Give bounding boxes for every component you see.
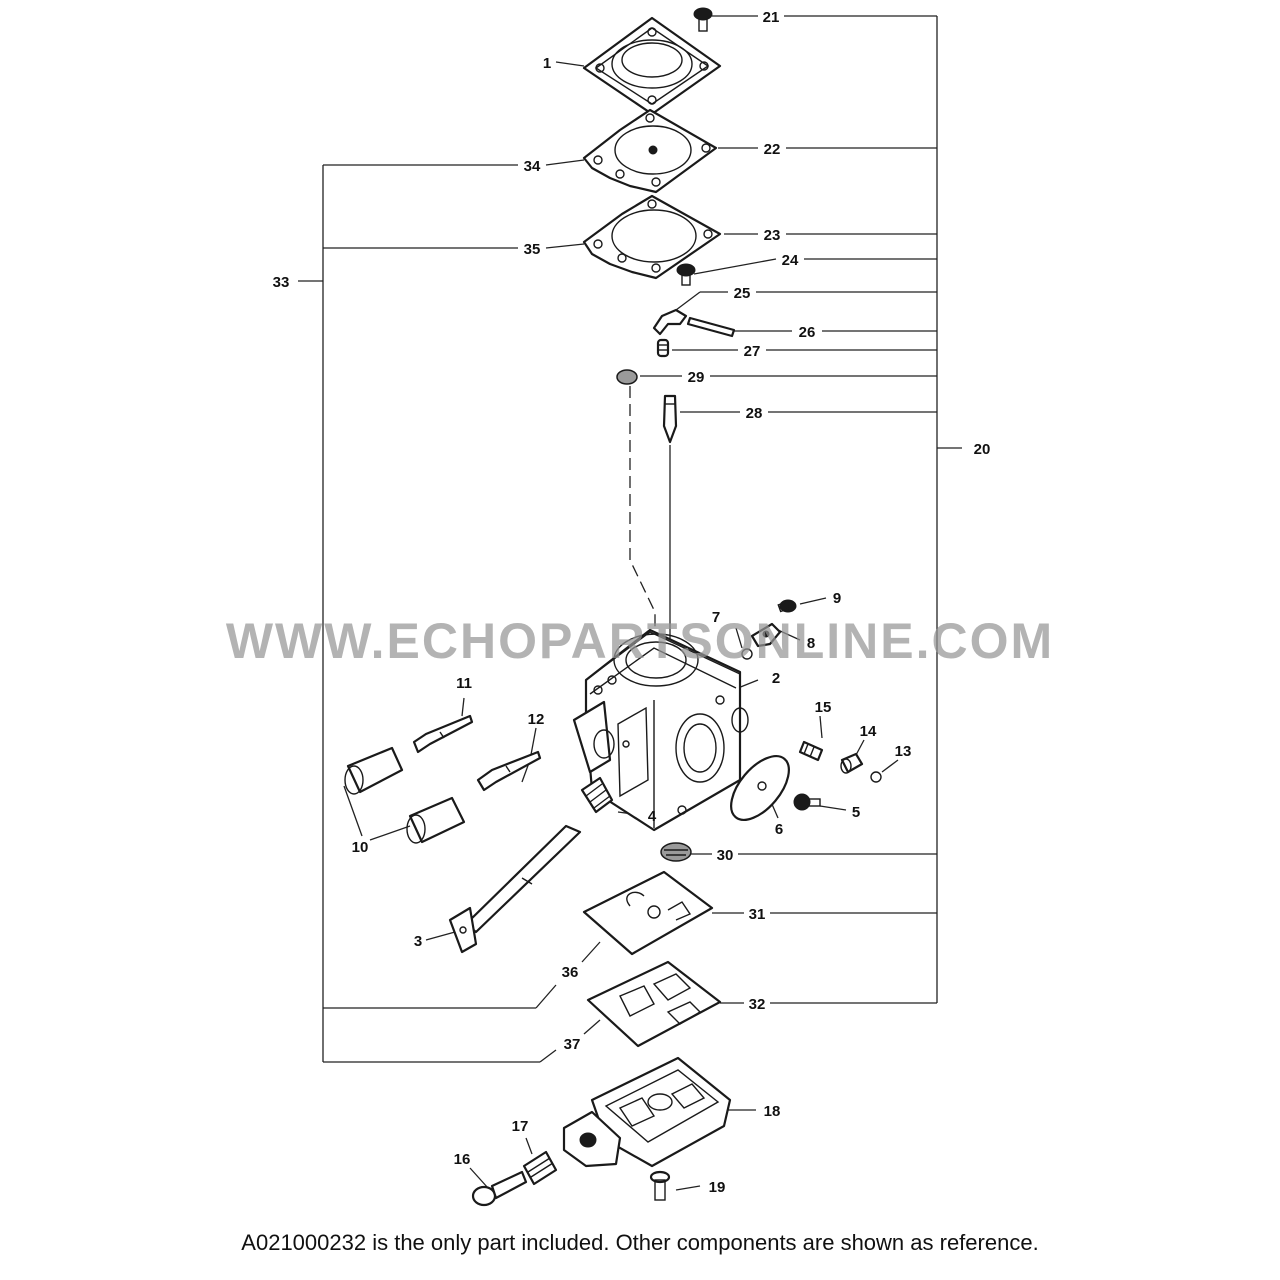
part-19-screw (649, 1170, 671, 1201)
part-7-clip (741, 648, 753, 660)
label-28: 28 (746, 405, 763, 422)
part-11-needle (412, 714, 474, 754)
part-12-needle (476, 750, 542, 792)
part-5-screw (793, 793, 821, 811)
part-1-cover (582, 16, 722, 116)
part-3-throttle-shaft (448, 824, 582, 954)
label-20: 20 (974, 441, 991, 458)
part-25-lever (652, 308, 688, 336)
label-11: 11 (456, 675, 472, 692)
label-31: 31 (749, 906, 766, 923)
label-26: 26 (799, 324, 816, 341)
label-8: 8 (807, 635, 815, 652)
part-24-screw (676, 263, 696, 286)
part-number-labels: 21 1 22 34 23 35 24 33 25 26 27 29 28 20… (273, 9, 991, 1196)
part-18-pump-body (562, 1056, 732, 1168)
part-9-screw (777, 599, 797, 613)
label-1: 1 (543, 55, 551, 72)
part-17-spring (522, 1150, 558, 1186)
label-19: 19 (709, 1179, 726, 1196)
part-29-plug (616, 369, 638, 385)
label-12: 12 (528, 711, 545, 728)
label-34: 34 (524, 158, 541, 175)
part-15-spring (798, 740, 824, 762)
part-27-spring (656, 338, 670, 358)
label-32: 32 (749, 996, 766, 1013)
label-18: 18 (764, 1103, 781, 1120)
label-24: 24 (782, 252, 799, 269)
label-2: 2 (772, 670, 780, 687)
label-10: 10 (352, 839, 369, 856)
label-36: 36 (562, 964, 579, 981)
part-26-pin (686, 316, 736, 338)
label-6: 6 (775, 821, 783, 838)
label-21: 21 (763, 9, 780, 26)
bracket-33 (298, 165, 324, 1062)
part-30-filter-screen (660, 842, 692, 862)
part-10-limiter-cap (344, 746, 466, 844)
label-35: 35 (524, 241, 541, 258)
part-32-pump-gasket (586, 960, 722, 1048)
label-29: 29 (688, 369, 705, 386)
part-31-pump-diaphragm (582, 870, 714, 956)
part-6-throttle-plate (730, 755, 790, 821)
footer-note: A021000232 is the only part included. Ot… (241, 1230, 1039, 1255)
part-8-plate (750, 622, 782, 648)
label-23: 23 (764, 227, 781, 244)
part-16-adjusting-screw (471, 1170, 528, 1207)
label-5: 5 (852, 804, 860, 821)
label-15: 15 (815, 699, 832, 716)
label-30: 30 (717, 847, 734, 864)
label-27: 27 (744, 343, 761, 360)
label-17: 17 (512, 1118, 529, 1135)
part-4-spring (580, 776, 614, 814)
leader-lines (323, 15, 937, 1191)
label-3: 3 (414, 933, 422, 950)
part-2-carburetor-body (572, 628, 749, 832)
bracket-20 (936, 16, 962, 1003)
label-7: 7 (712, 609, 720, 626)
label-4: 4 (648, 808, 657, 825)
label-16: 16 (454, 1151, 471, 1168)
label-13: 13 (895, 743, 912, 760)
label-25: 25 (734, 285, 751, 302)
label-37: 37 (564, 1036, 581, 1053)
label-33: 33 (273, 274, 290, 291)
label-9: 9 (833, 590, 841, 607)
label-22: 22 (764, 141, 781, 158)
part-13-ball (870, 771, 882, 783)
label-14: 14 (860, 723, 877, 740)
part-21-screw (693, 7, 713, 32)
part-14-pin (840, 752, 864, 774)
part-23-gasket (582, 194, 722, 280)
part-22-diaphragm (582, 108, 718, 194)
part-28-needle (662, 394, 678, 444)
